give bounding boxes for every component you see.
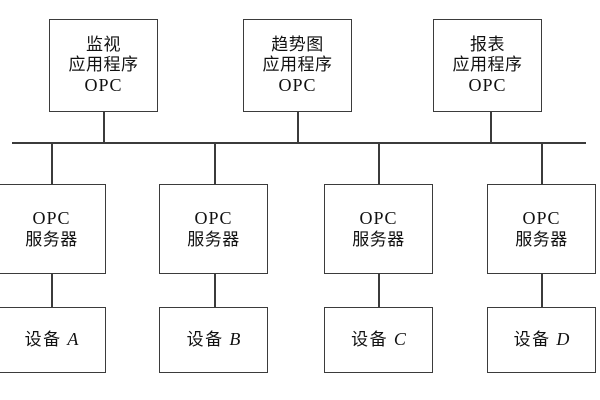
- connector-app-3-to-bus: [490, 111, 492, 143]
- app-node-report-line3: OPC: [468, 74, 507, 95]
- app-node-monitoring-line1: 监视: [86, 34, 121, 54]
- connector-server-4-to-device-d: [541, 273, 543, 308]
- connector-bus-to-server-2: [214, 142, 216, 185]
- server-node-3-line1: OPC: [359, 208, 398, 229]
- server-node-3-line2: 服务器: [352, 229, 405, 249]
- app-node-trend: 趋势图 应用程序 OPC: [243, 19, 352, 112]
- server-node-3: OPC 服务器: [324, 184, 433, 274]
- app-node-monitoring-line3: OPC: [84, 74, 123, 95]
- app-node-report: 报表 应用程序 OPC: [433, 19, 542, 112]
- server-node-1-line1: OPC: [32, 208, 71, 229]
- device-node-c: 设备 C: [324, 307, 433, 373]
- device-node-a: 设备 A: [0, 307, 106, 373]
- server-node-4-line2: 服务器: [515, 229, 568, 249]
- connector-app-1-to-bus: [103, 111, 105, 143]
- app-node-trend-line3: OPC: [278, 74, 317, 95]
- connector-bus-to-server-4: [541, 142, 543, 185]
- connector-bus-to-server-3: [378, 142, 380, 185]
- server-node-4: OPC 服务器: [487, 184, 596, 274]
- server-node-2-line1: OPC: [194, 208, 233, 229]
- connector-server-3-to-device-c: [378, 273, 380, 308]
- server-node-2-line2: 服务器: [187, 229, 240, 249]
- app-node-report-line1: 报表: [470, 34, 505, 54]
- device-node-b: 设备 B: [159, 307, 268, 373]
- server-node-2: OPC 服务器: [159, 184, 268, 274]
- connector-app-2-to-bus: [297, 111, 299, 143]
- app-node-report-line2: 应用程序: [452, 54, 523, 74]
- app-node-trend-line2: 应用程序: [262, 54, 333, 74]
- network-bus-line: [12, 142, 586, 144]
- server-node-1: OPC 服务器: [0, 184, 106, 274]
- device-node-b-label: 设备 B: [186, 329, 241, 350]
- device-node-c-label: 设备 C: [351, 329, 406, 350]
- connector-server-1-to-device-a: [51, 273, 53, 308]
- server-node-4-line1: OPC: [522, 208, 561, 229]
- connector-bus-to-server-1: [51, 142, 53, 185]
- device-node-a-label: 设备 A: [24, 329, 79, 350]
- connector-server-2-to-device-b: [214, 273, 216, 308]
- app-node-trend-line1: 趋势图: [271, 34, 324, 54]
- server-node-1-line2: 服务器: [25, 229, 78, 249]
- app-node-monitoring-line2: 应用程序: [68, 54, 139, 74]
- app-node-monitoring: 监视 应用程序 OPC: [49, 19, 158, 112]
- device-node-d-label: 设备 D: [513, 329, 570, 350]
- device-node-d: 设备 D: [487, 307, 596, 373]
